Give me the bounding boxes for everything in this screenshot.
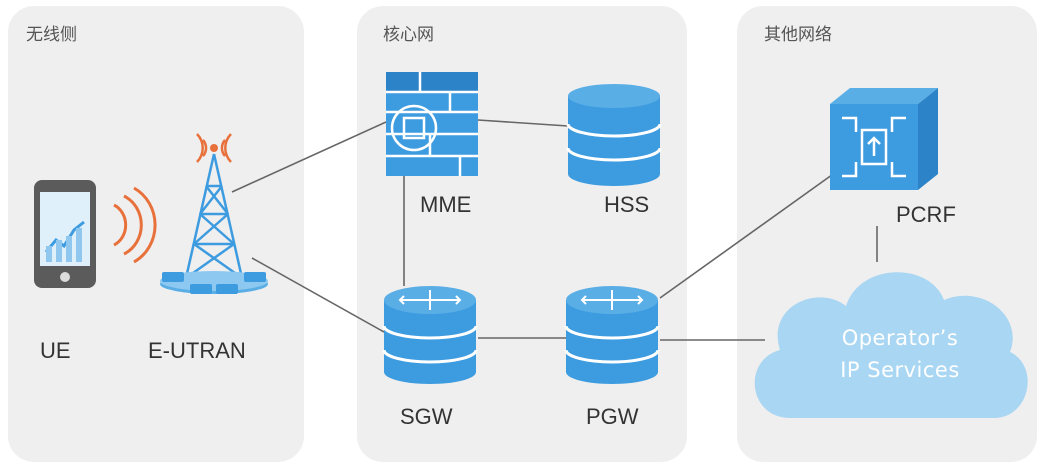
cloud-icon xyxy=(754,272,1028,418)
pcrf-label: PCRF xyxy=(896,202,956,227)
tower-icon xyxy=(160,133,268,294)
link-eutran-sgw xyxy=(251,257,385,333)
connection-lines xyxy=(231,119,878,341)
mme-label: MME xyxy=(420,192,472,217)
cloud-label: Operator’s IP Services xyxy=(810,322,990,386)
router-icon xyxy=(564,286,660,384)
phone-icon xyxy=(34,180,96,288)
wireless-panel-title: 无线侧 xyxy=(26,25,77,45)
link-eutran-mme xyxy=(231,121,387,193)
link-pgw-pcrf xyxy=(659,171,837,299)
core-panel-title: 核心网 xyxy=(383,25,434,45)
firewall-icon xyxy=(386,72,478,176)
pgw-label: PGW xyxy=(586,404,639,429)
other-network-panel-title: 其他网络 xyxy=(764,25,832,45)
eutran-label: E-UTRAN xyxy=(148,338,246,363)
cloud-label-line2: IP Services xyxy=(840,358,960,382)
pcrf-icon xyxy=(830,88,938,190)
signal-waves-icon xyxy=(113,186,157,264)
database-icon xyxy=(566,84,662,186)
link-mme-hss xyxy=(477,119,569,127)
ue-label: UE xyxy=(40,338,71,363)
hss-label: HSS xyxy=(604,192,650,217)
router-icon xyxy=(382,286,478,384)
cloud-label-line1: Operator’s xyxy=(841,326,959,350)
sgw-label: SGW xyxy=(400,404,453,429)
